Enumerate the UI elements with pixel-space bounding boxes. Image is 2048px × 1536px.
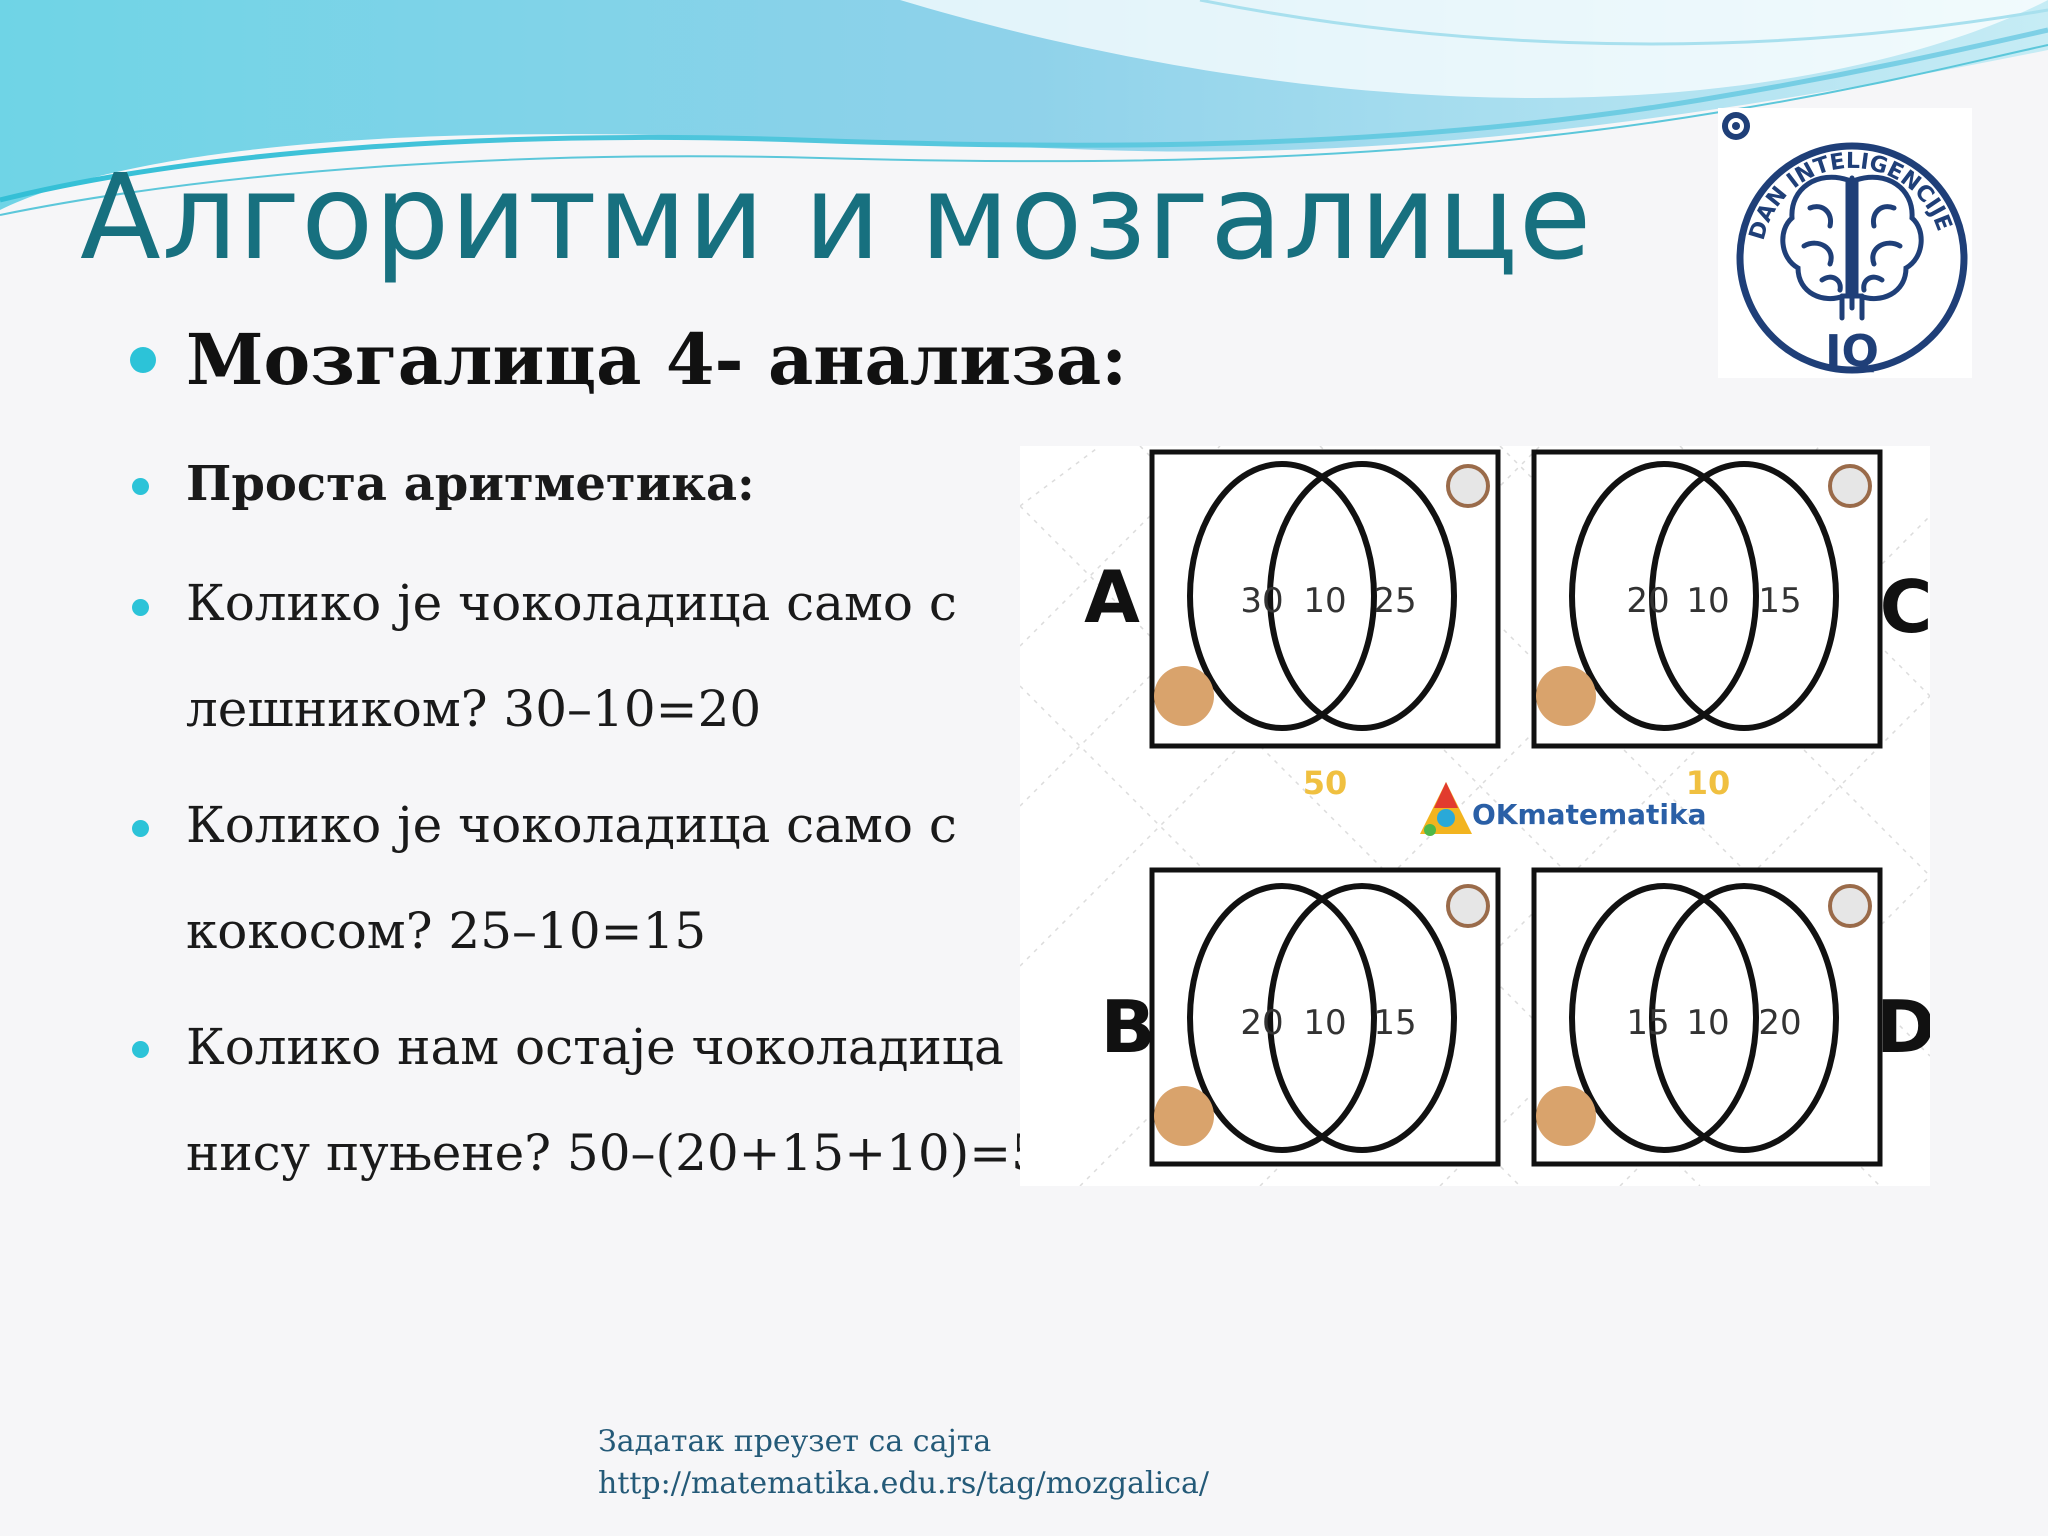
bullet-text: кокосом? 25–10=15 bbox=[186, 902, 707, 960]
bullet-text: Колико нам остаје чоколадица које bbox=[186, 1018, 1127, 1076]
svg-text:15: 15 bbox=[1626, 1003, 1669, 1043]
svg-text:OKmatematika: OKmatematika bbox=[1472, 798, 1707, 831]
option-a-panel: 30 10 25 bbox=[1149, 449, 1501, 749]
coconut-icon bbox=[1446, 884, 1490, 928]
option-a-label: A bbox=[1084, 555, 1140, 639]
header-wave bbox=[0, 0, 2048, 216]
hazelnut-icon bbox=[1536, 1086, 1596, 1146]
coconut-icon bbox=[1446, 464, 1490, 508]
hazelnut-icon bbox=[1536, 666, 1596, 726]
option-d-panel: 15 10 20 bbox=[1531, 867, 1883, 1167]
option-a-total: 50 bbox=[1303, 764, 1348, 802]
svg-text:20: 20 bbox=[1626, 581, 1669, 621]
svg-text:25: 25 bbox=[1373, 581, 1416, 621]
option-c-label: C bbox=[1880, 565, 1930, 649]
option-d-label: D bbox=[1876, 985, 1930, 1069]
svg-text:10: 10 bbox=[1686, 1003, 1729, 1043]
source-link[interactable]: http://matematika.edu.rs/tag/mozgalica/ bbox=[598, 1466, 1209, 1501]
option-c-panel: 20 10 15 bbox=[1531, 449, 1883, 749]
svg-text:10: 10 bbox=[1303, 1003, 1346, 1043]
svg-text:15: 15 bbox=[1373, 1003, 1416, 1043]
option-b-panel: 20 10 15 bbox=[1149, 867, 1501, 1167]
bullet-dot bbox=[130, 347, 156, 373]
bullet-text: лешником? 30–10=20 bbox=[186, 680, 762, 738]
logo-iq: IQ bbox=[1825, 326, 1879, 377]
iq-day-logo: DAN INTELIGENCIJE IQ bbox=[1718, 108, 1972, 378]
hazelnut-icon bbox=[1154, 1086, 1214, 1146]
svg-text:30: 30 bbox=[1240, 581, 1283, 621]
option-b-label: B bbox=[1101, 985, 1156, 1069]
subtitle: Мозгалица 4- анализа: bbox=[186, 318, 1128, 401]
svg-text:15: 15 bbox=[1758, 581, 1801, 621]
bullet-dot bbox=[132, 1041, 149, 1058]
venn-puzzle-image: 30 10 25 A 50 20 10 15 C 10 OKmatematika bbox=[1020, 446, 1930, 1186]
brain-icon bbox=[1780, 174, 1924, 321]
bullet-text: Колико је чоколадица само с bbox=[186, 574, 957, 632]
bullet-dot bbox=[132, 599, 149, 616]
coconut-icon bbox=[1828, 884, 1872, 928]
bullet-dot bbox=[132, 820, 149, 837]
svg-text:10: 10 bbox=[1303, 581, 1346, 621]
hazelnut-icon bbox=[1154, 666, 1214, 726]
bullet-dot bbox=[132, 478, 149, 495]
bullet-text: Проста аритметика: bbox=[186, 456, 755, 512]
svg-text:10: 10 bbox=[1686, 581, 1729, 621]
svg-text:20: 20 bbox=[1240, 1003, 1283, 1043]
bullet-text: нису пуњене? 50–(20+15+10)=5 bbox=[186, 1124, 1043, 1182]
coconut-icon bbox=[1828, 464, 1872, 508]
okmatematika-logo: OKmatematika bbox=[1420, 782, 1707, 836]
bullet-text: Колико је чоколадица само с bbox=[186, 796, 957, 854]
source-caption: Задатак преузет са сајта bbox=[598, 1424, 992, 1459]
svg-text:20: 20 bbox=[1758, 1003, 1801, 1043]
page-title: Алгоритми и мозгалице bbox=[80, 148, 1593, 286]
option-c-total: 10 bbox=[1686, 764, 1731, 802]
